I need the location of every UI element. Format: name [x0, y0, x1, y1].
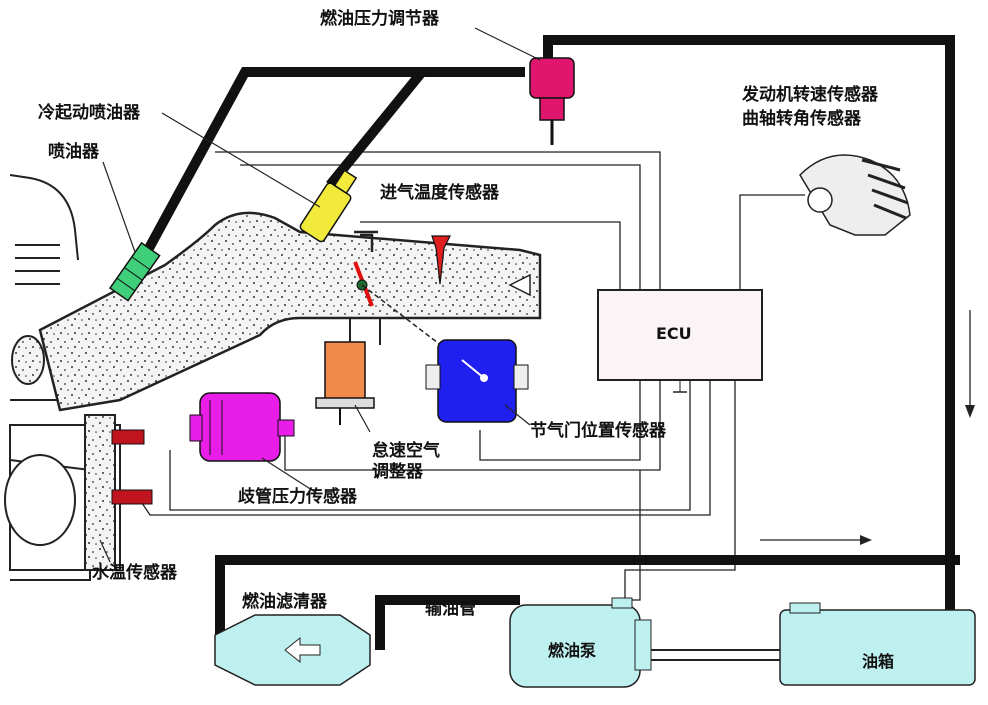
label-crank-angle-sensor: 曲轴转角传感器 — [742, 109, 861, 129]
sensor-wires — [139, 151, 860, 601]
intake-manifold — [38, 211, 542, 412]
throttle-position-sensor-shape — [425, 339, 529, 423]
fuel-lines — [143, 35, 960, 650]
leader-lines — [99, 27, 541, 563]
cold-start-injector-shape — [299, 169, 358, 243]
injector-shape — [108, 241, 161, 302]
fuel-pump-shape — [509, 597, 790, 688]
crank-angle-sensor-shape — [799, 154, 911, 236]
label-ecu: ECU — [656, 324, 692, 343]
piston — [4, 454, 76, 546]
intake-temp-sensor-shape — [431, 235, 451, 285]
label-fuel-pressure-regulator: 燃油压力调节器 — [320, 9, 439, 29]
fuel-filter-shape — [214, 614, 371, 686]
fuel-pressure-regulator-shape — [529, 57, 575, 145]
fuel-tank-shape — [779, 609, 976, 686]
label-injector: 喷油器 — [48, 142, 99, 162]
label-intake-temp-sensor: 进气温度传感器 — [380, 183, 499, 203]
label-engine-speed-sensor: 发动机转速传感器 — [742, 85, 878, 105]
idle-air-adjuster-shape — [315, 318, 381, 425]
label-fuel-pump: 燃油泵 — [548, 641, 597, 660]
label-idle-air-adjuster-line2: 调整器 — [372, 462, 423, 482]
label-cold-start-injector: 冷起动喷油器 — [38, 103, 140, 123]
flow-arrow-down — [965, 405, 975, 418]
coolant-jacket — [84, 414, 116, 571]
flow-arrow-right — [860, 535, 872, 545]
label-idle-air-adjuster-line1: 怠速空气 — [372, 441, 440, 461]
manifold-pressure-sensor-shape — [189, 392, 295, 462]
label-throttle-position-sensor: 节气门位置传感器 — [530, 421, 666, 441]
label-manifold-pressure-sensor: 歧管压力传感器 — [238, 487, 357, 507]
ecu-box — [597, 289, 763, 381]
label-fuel-tank: 油箱 — [862, 652, 895, 671]
label-coolant-temp-sensor: 水温传感器 — [92, 563, 177, 583]
label-fuel-filter: 燃油滤清器 — [242, 592, 327, 612]
label-fuel-line: 输油管 — [425, 599, 476, 619]
air-inlet-arrow — [508, 273, 531, 297]
spark-plugs — [111, 429, 153, 505]
